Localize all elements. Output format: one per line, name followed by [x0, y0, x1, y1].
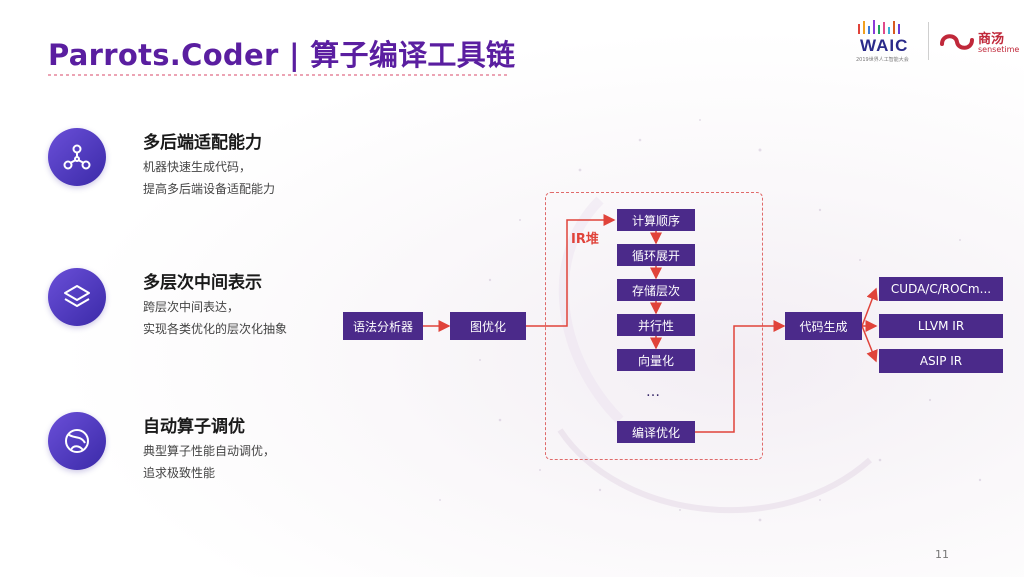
feature-icon-circle [48, 268, 106, 326]
ir-step-box: 循环展开 [617, 244, 695, 266]
feature-auto-tuning: 自动算子调优 典型算子性能自动调优， 追求极致性能 [48, 412, 368, 492]
ir-ellipsis: … [646, 384, 662, 400]
ir-heap-label: IR堆 [571, 232, 599, 247]
page-number: 11 [935, 548, 949, 561]
ir-step-box: 并行性 [617, 314, 695, 336]
graph-optimization-box: 图优化 [450, 312, 526, 340]
feature-title: 自动算子调优 [143, 417, 245, 437]
layers-icon [64, 285, 90, 307]
waic-logo: WAIC 2019世界人工智能大会 [848, 18, 918, 64]
waic-logo-text: WAIC [860, 36, 909, 55]
feature-multi-backend: 多后端适配能力 机器快速生成代码， 提高多后端设备适配能力 [48, 128, 368, 208]
feature-icon-circle [48, 128, 106, 186]
feature-multi-level-ir: 多层次中间表示 跨层次中间表达， 实现各类优化的层次化抽象 [48, 268, 368, 348]
title-underline [48, 74, 508, 76]
globe-icon [65, 429, 89, 453]
feature-icon-circle [48, 412, 106, 470]
feature-description: 跨层次中间表达， 实现各类优化的层次化抽象 [143, 296, 287, 340]
feature-description: 机器快速生成代码， 提高多后端设备适配能力 [143, 156, 275, 200]
parser-box: 语法分析器 [343, 312, 423, 340]
feature-desc-line: 跨层次中间表达， [143, 300, 240, 314]
feature-desc-line: 典型算子性能自动调优， [143, 444, 276, 458]
network-nodes-icon [63, 144, 91, 170]
feature-title: 多层次中间表示 [143, 273, 262, 293]
arrow-codegen-to-asip [861, 325, 878, 363]
sensetime-logo-cn: 商汤 [978, 32, 1005, 47]
page-title: Parrots.Coder | 算子编译工具链 [48, 38, 516, 72]
logo-divider [928, 22, 929, 60]
feature-title: 多后端适配能力 [143, 133, 262, 153]
codegen-box: 代码生成 [785, 312, 862, 340]
feature-desc-line: 机器快速生成代码， [143, 160, 252, 174]
ir-step-box: 计算顺序 [617, 209, 695, 231]
arrow-graph-to-ir [526, 214, 616, 327]
sensetime-mark-icon [940, 34, 974, 50]
target-cuda-box: CUDA/C/ROCm... [879, 277, 1003, 301]
waic-bars-icon [858, 20, 900, 34]
sensetime-logo: 商汤 sensetime [938, 28, 1020, 60]
feature-desc-line: 实现各类优化的层次化抽象 [143, 322, 288, 336]
compile-optimization-box: 编译优化 [617, 421, 695, 443]
arrow-codegen-to-cuda [861, 287, 878, 327]
feature-desc-line: 提高多后端设备适配能力 [143, 182, 276, 196]
sensetime-logo-en: sensetime [978, 45, 1020, 54]
feature-description: 典型算子性能自动调优， 追求极致性能 [143, 440, 275, 484]
arrow-compile-to-codegen [695, 320, 786, 433]
ir-step-box: 存储层次 [617, 279, 695, 301]
target-asip-box: ASIP IR [879, 349, 1003, 373]
feature-desc-line: 追求极致性能 [143, 466, 216, 480]
waic-logo-subtitle: 2019世界人工智能大会 [856, 57, 909, 63]
ir-step-box: 向量化 [617, 349, 695, 371]
target-llvm-box: LLVM IR [879, 314, 1003, 338]
